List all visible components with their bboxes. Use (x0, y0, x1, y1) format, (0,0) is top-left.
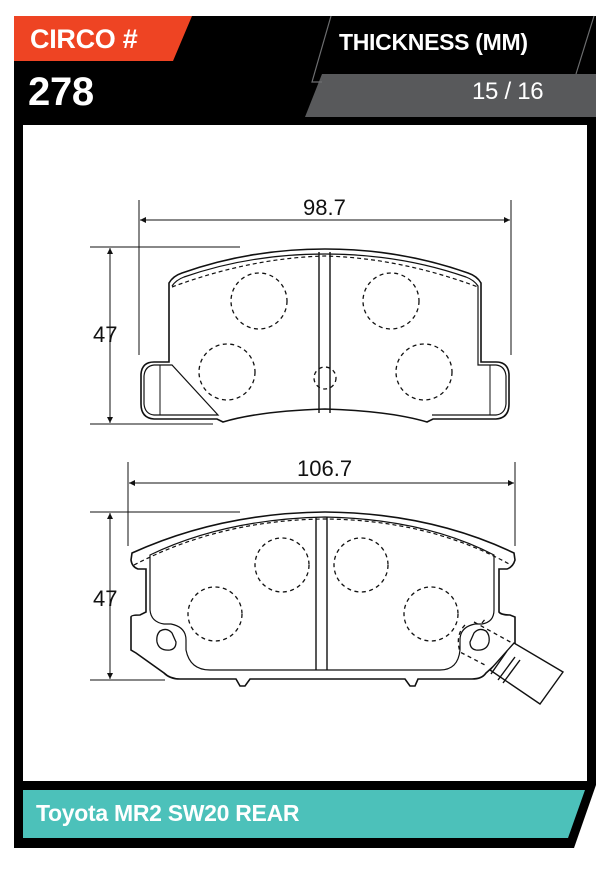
accent-line-left (311, 15, 332, 83)
thickness-value: 15 / 16 (472, 78, 544, 105)
top-pad-piston-circle (198, 343, 256, 401)
circo-tab (14, 16, 192, 61)
bottom-pad-height-label: 47 (93, 586, 118, 611)
bottom-pad-piston-circle (403, 586, 459, 642)
vehicle-band (23, 790, 585, 838)
bottom-pad-sensor-dashed-path (457, 617, 515, 666)
vehicle-label: Toyota MR2 SW20 REAR (36, 800, 300, 826)
bottom-pad-width-label: 106.7 (297, 456, 353, 481)
bottom-pad-drawing (90, 462, 565, 705)
wear-sensor (488, 642, 565, 705)
bottom-pad-piston-circle (333, 537, 389, 593)
top-pad-outline (140, 248, 510, 423)
thickness-label: THICKNESS (MM) (339, 29, 528, 55)
bottom-pad-inner-outline (149, 516, 495, 671)
top-pad-dashed-edge (171, 255, 479, 288)
accent-line-right (575, 15, 595, 75)
top-pad-width-label: 98.7 (303, 195, 346, 220)
top-pad-piston-circle (362, 272, 420, 330)
bottom-pad-outline (130, 511, 516, 687)
bottom-pad-piston-circle (187, 586, 243, 642)
top-pad-drawing (90, 200, 512, 425)
top-pad-piston-circle (395, 343, 453, 401)
top-pad-piston-circle (230, 272, 288, 330)
circo-label: CIRCO # (30, 24, 138, 54)
bottom-pad-dashed-edge (133, 518, 512, 566)
part-number: 278 (28, 70, 94, 114)
bottom-pad-ear-right (469, 628, 490, 651)
thickness-band (305, 74, 596, 117)
top-pad-inner-outline (143, 253, 507, 416)
bottom-pad-piston-circle (254, 537, 310, 593)
top-pad-pin-circle (313, 366, 337, 390)
top-pad-height-label: 47 (93, 322, 118, 347)
bottom-pad-ear-left (156, 628, 177, 651)
